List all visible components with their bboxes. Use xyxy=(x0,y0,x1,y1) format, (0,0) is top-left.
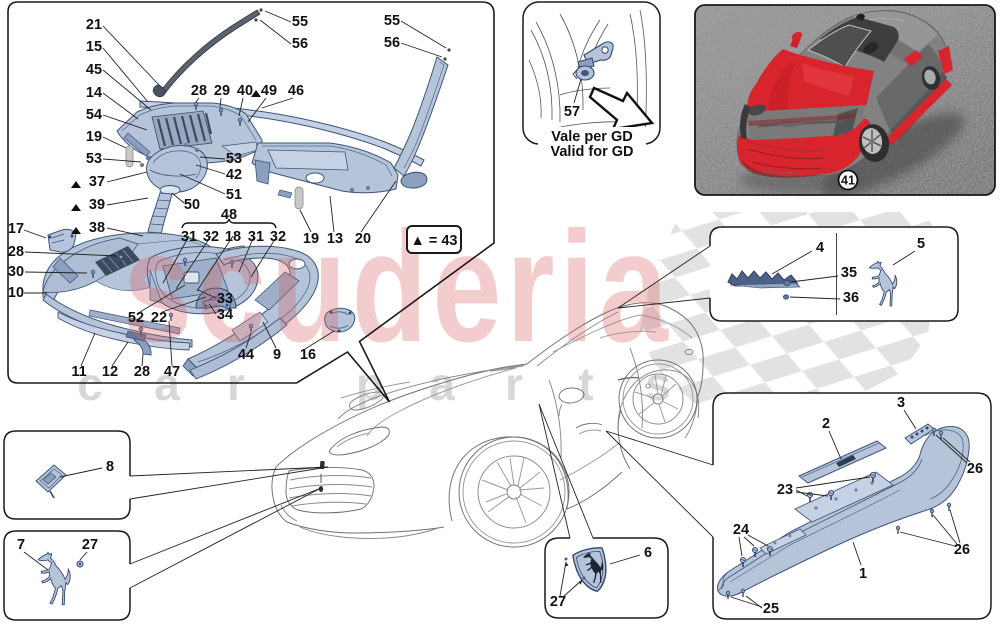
svg-text:r: r xyxy=(227,358,245,410)
svg-text:19: 19 xyxy=(86,129,102,145)
svg-text:27: 27 xyxy=(550,594,566,610)
svg-text:16: 16 xyxy=(300,347,316,363)
svg-text:7: 7 xyxy=(17,537,25,553)
svg-text:56: 56 xyxy=(292,36,308,52)
svg-text:57: 57 xyxy=(564,104,580,120)
svg-text:51: 51 xyxy=(226,187,242,203)
svg-text:46: 46 xyxy=(288,83,304,99)
svg-text:28: 28 xyxy=(134,364,150,380)
svg-text:27: 27 xyxy=(82,537,98,553)
svg-text:31: 31 xyxy=(181,229,197,245)
svg-text:38: 38 xyxy=(89,220,105,236)
svg-text:17: 17 xyxy=(8,221,24,237)
svg-text:32: 32 xyxy=(203,229,219,245)
svg-text:34: 34 xyxy=(217,307,233,323)
svg-text:28: 28 xyxy=(8,244,24,260)
svg-text:56: 56 xyxy=(384,35,400,51)
svg-text:40: 40 xyxy=(237,83,253,99)
svg-text:39: 39 xyxy=(89,197,105,213)
svg-text:23: 23 xyxy=(777,482,793,498)
svg-text:29: 29 xyxy=(214,83,230,99)
svg-text:47: 47 xyxy=(164,364,180,380)
svg-text:36: 36 xyxy=(843,290,859,306)
svg-text:53: 53 xyxy=(226,151,242,167)
svg-text:r: r xyxy=(505,358,523,410)
svg-text:53: 53 xyxy=(86,151,102,167)
svg-text:30: 30 xyxy=(8,264,24,280)
svg-text:4: 4 xyxy=(816,240,824,256)
svg-text:14: 14 xyxy=(86,85,102,101)
svg-text:45: 45 xyxy=(86,62,102,78)
svg-text:25: 25 xyxy=(763,601,779,617)
svg-text:9: 9 xyxy=(273,347,281,363)
svg-text:55: 55 xyxy=(384,13,400,29)
svg-text:18: 18 xyxy=(225,229,241,245)
svg-text:50: 50 xyxy=(184,197,200,213)
svg-text:42: 42 xyxy=(226,167,242,183)
svg-text:scuderia: scuderia xyxy=(123,200,669,376)
svg-text:8: 8 xyxy=(106,459,114,475)
svg-text:a: a xyxy=(154,358,180,410)
svg-text:▲ = 43: ▲ = 43 xyxy=(410,233,457,249)
svg-text:2: 2 xyxy=(822,416,830,432)
svg-text:a: a xyxy=(429,358,455,410)
svg-text:10: 10 xyxy=(8,285,24,301)
svg-text:c: c xyxy=(77,358,103,410)
svg-text:19: 19 xyxy=(303,231,319,247)
svg-text:41: 41 xyxy=(841,174,855,188)
svg-text:Vale per GD: Vale per GD xyxy=(551,129,632,145)
svg-text:44: 44 xyxy=(238,347,254,363)
svg-text:6: 6 xyxy=(644,545,652,561)
svg-text:21: 21 xyxy=(86,17,102,33)
svg-text:11: 11 xyxy=(71,364,86,380)
svg-text:20: 20 xyxy=(355,231,371,247)
svg-text:31: 31 xyxy=(248,229,264,245)
svg-text:52: 52 xyxy=(128,310,144,326)
svg-text:28: 28 xyxy=(191,83,207,99)
svg-text:5: 5 xyxy=(917,236,925,252)
svg-text:24: 24 xyxy=(733,522,749,538)
svg-text:12: 12 xyxy=(102,364,118,380)
svg-text:49: 49 xyxy=(261,83,277,99)
svg-text:22: 22 xyxy=(151,310,167,326)
svg-text:3: 3 xyxy=(897,395,905,411)
svg-text:33: 33 xyxy=(217,291,233,307)
svg-text:37: 37 xyxy=(89,174,105,190)
svg-text:54: 54 xyxy=(86,107,102,123)
svg-text:15: 15 xyxy=(86,39,102,55)
svg-text:1: 1 xyxy=(859,566,867,582)
svg-text:26: 26 xyxy=(967,461,983,477)
svg-text:Valid for GD: Valid for GD xyxy=(551,144,634,160)
svg-text:48: 48 xyxy=(221,207,237,223)
svg-text:26: 26 xyxy=(954,542,970,558)
svg-text:t: t xyxy=(578,358,593,410)
svg-text:55: 55 xyxy=(292,14,308,30)
svg-text:13: 13 xyxy=(327,231,343,247)
svg-text:35: 35 xyxy=(841,265,857,281)
